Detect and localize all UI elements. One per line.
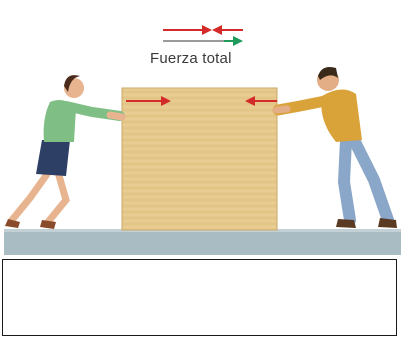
man-figure	[272, 67, 397, 228]
woman-figure	[5, 75, 126, 229]
legend-label: Fuerza total	[150, 50, 232, 67]
wooden-box	[121, 87, 278, 231]
floor	[4, 229, 401, 255]
legend-arrows	[163, 25, 243, 46]
answer-box[interactable]	[2, 259, 397, 336]
